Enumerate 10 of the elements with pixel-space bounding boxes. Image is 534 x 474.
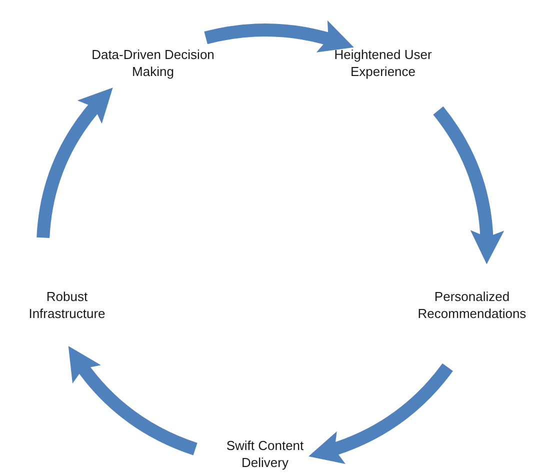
step-label: Swift Content Delivery (210, 437, 320, 471)
step-label: Data-Driven Decision Making (88, 46, 218, 80)
step-label: Personalized Recommendations (412, 288, 532, 322)
step-label: Heightened User Experience (318, 46, 448, 80)
curved-arrow (36, 87, 113, 238)
curved-arrow (433, 106, 504, 264)
curved-arrow (204, 20, 354, 53)
curved-arrow (308, 363, 453, 464)
curved-arrow (68, 346, 198, 456)
step-label: Robust Infrastructure (12, 288, 122, 322)
